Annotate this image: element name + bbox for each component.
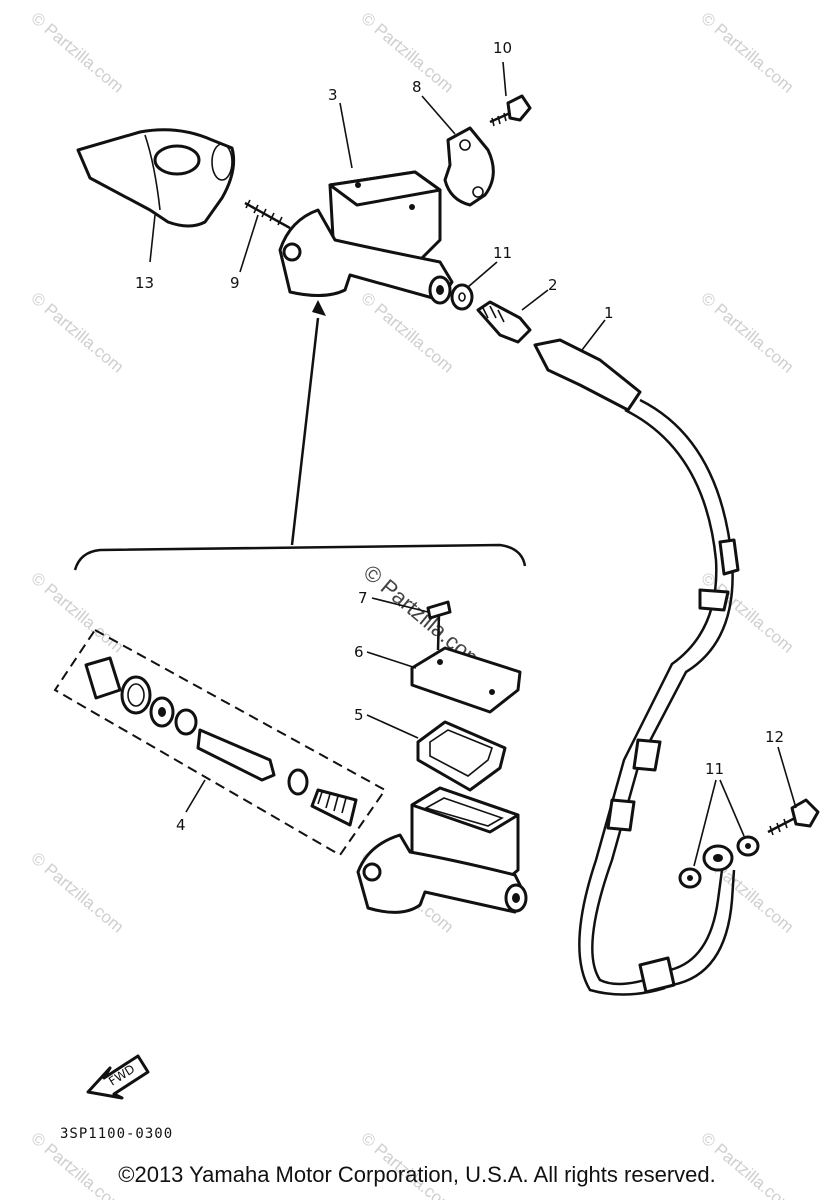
part-12-bolt[interactable] [767, 798, 820, 836]
watermark: © Partzilla.com [27, 569, 127, 657]
callout-4: 4 [176, 816, 186, 834]
part-10-bolt[interactable] [489, 94, 532, 127]
watermark: © Partzilla.com [697, 289, 797, 377]
callout-9: 9 [230, 274, 240, 292]
callout-11-bottom: 11 [705, 760, 724, 778]
callout-8: 8 [412, 78, 422, 96]
callout-6: 6 [354, 643, 364, 661]
part-8-clamp[interactable] [443, 126, 495, 207]
callout-10: 10 [493, 39, 512, 57]
part-11-washers-lower[interactable] [678, 835, 760, 889]
part-1-brake-hose[interactable] [533, 338, 740, 996]
part-13-cover[interactable] [76, 128, 236, 228]
watermark: © Partzilla.com [27, 9, 127, 97]
watermark: © Partzilla.com [27, 289, 127, 377]
master-cylinder-body[interactable] [356, 786, 528, 914]
callout-7: 7 [358, 589, 368, 607]
callout-12: 12 [765, 728, 784, 746]
part-7-screw[interactable] [426, 600, 452, 651]
part-2-union-bolt[interactable] [476, 300, 532, 344]
callout-1: 1 [604, 304, 614, 322]
part-9-screw[interactable] [244, 199, 291, 230]
part-4-piston-kit[interactable] [53, 628, 387, 857]
watermark: © Partzilla.com [697, 569, 797, 657]
watermark: © Partzilla.com [697, 9, 797, 97]
watermark: © Partzilla.com [27, 849, 127, 937]
diagram-code: 3SP1100-0300 [60, 1126, 173, 1142]
part-6-cap[interactable] [410, 646, 522, 714]
forward-arrow-icon: FWD [86, 1054, 150, 1100]
part-5-diaphragm[interactable] [416, 720, 507, 792]
callout-3: 3 [328, 86, 338, 104]
callout-leaders [149, 61, 797, 867]
callout-5: 5 [354, 706, 364, 724]
exploded-view-bracket [73, 300, 527, 571]
callout-13: 13 [135, 274, 154, 292]
part-11-washer[interactable] [450, 283, 474, 311]
watermark: © Partzilla.com [357, 9, 457, 97]
callout-labels: 10 8 3 13 9 11 2 1 7 6 5 4 11 12 [135, 39, 784, 834]
callout-2: 2 [548, 276, 558, 294]
part-3-master-cylinder[interactable] [278, 170, 454, 305]
copyright-notice: ©2013 Yamaha Motor Corporation, U.S.A. A… [118, 1162, 716, 1187]
callout-11-top: 11 [493, 244, 512, 262]
